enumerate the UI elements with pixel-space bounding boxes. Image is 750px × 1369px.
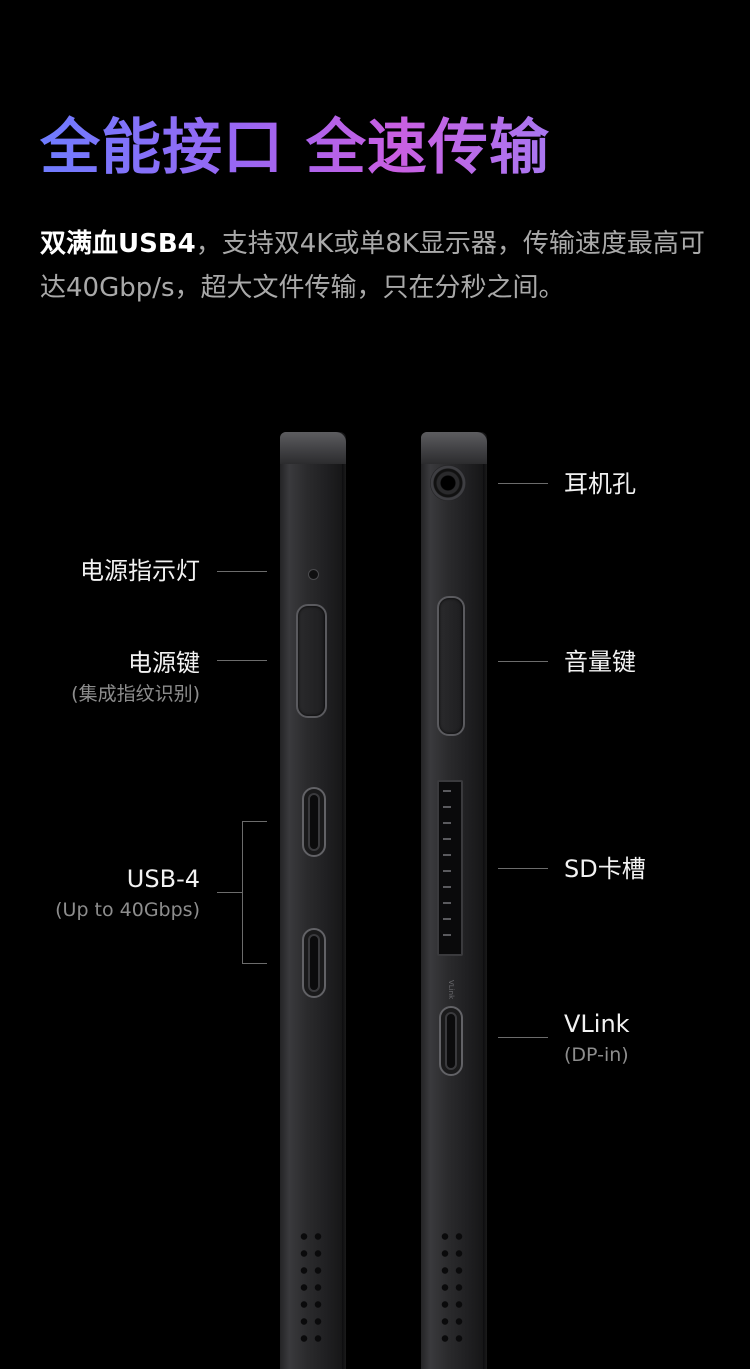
label-vlink-note: (DP-in) [564, 1044, 629, 1066]
label-power-key: 电源键 [128, 649, 200, 677]
speaker-grille-right [438, 1228, 466, 1348]
vlink-port [439, 1006, 463, 1076]
leader-sd-slot [498, 868, 548, 869]
device-right-top-cap [421, 432, 487, 464]
label-usb4-note: (Up to 40Gbps) [55, 899, 200, 921]
power-button [296, 604, 327, 718]
leader-vlink [498, 1037, 548, 1038]
vlink-engraving: VLink [447, 980, 455, 1000]
device-right-edge: VLink [421, 432, 487, 1369]
device-left-edge [280, 432, 346, 1369]
volume-button [437, 596, 465, 736]
power-indicator-led [308, 569, 319, 580]
label-usb4: USB-4 [126, 865, 200, 893]
sd-card-slot-contacts [443, 790, 451, 946]
label-sd-slot: SD卡槽 [564, 855, 646, 883]
leader-power-indicator [217, 571, 267, 572]
leader-power-key [217, 660, 267, 661]
description: 双满血USB4，支持双4K或单8K显示器，传输速度最高可达40Gbp/s，超大文… [40, 222, 720, 310]
bracket-usb4 [242, 821, 243, 964]
device-right-shadow-edge [483, 464, 487, 1369]
bracket-usb4-top [242, 821, 267, 822]
usb4-port-1 [302, 787, 326, 857]
label-power-indicator: 电源指示灯 [80, 557, 200, 585]
bracket-usb4-bottom [242, 963, 267, 964]
label-volume-key: 音量键 [564, 648, 636, 676]
label-vlink: VLink [564, 1010, 630, 1038]
usb4-port-2 [302, 928, 326, 998]
headline: 全能接口 全速传输 [40, 108, 550, 188]
device-left-shadow-edge [342, 464, 346, 1369]
leader-usb4 [217, 892, 242, 893]
leader-volume-key [498, 661, 548, 662]
sd-card-slot [437, 780, 463, 956]
headphone-jack [430, 465, 466, 501]
leader-headphone-jack [498, 483, 548, 484]
description-strong: 双满血USB4 [40, 229, 196, 259]
label-headphone-jack: 耳机孔 [564, 470, 636, 498]
device-left-top-cap [280, 432, 346, 464]
description-rest: ，支持双4K或单8K显示器，传输速度最高可达40Gbp/s，超大文件传输，只在分… [40, 229, 705, 303]
label-power-key-note: (集成指纹识别) [71, 683, 200, 705]
speaker-grille-left [297, 1228, 325, 1348]
